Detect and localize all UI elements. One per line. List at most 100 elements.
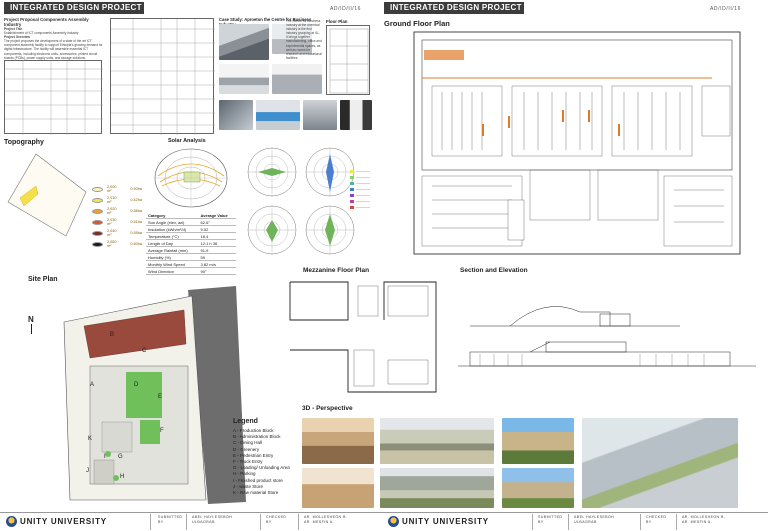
proposal-body: Establishment of ICT components Assembly… [4,31,79,36]
checked-label: CHECKED [646,515,667,519]
case-photo-interior-3 [303,100,337,130]
proposal-block: Project Proposal Components Assembly Ind… [4,17,104,65]
climate-value: 18.4 [198,232,236,240]
ground-floor-plan [413,31,741,255]
climate-row: Insolation (kWh/m²/d)5.52 [146,225,236,233]
legend-title: Legend [233,418,258,425]
topography-map [7,153,87,237]
wind-roses [247,147,355,255]
site-letter: F [160,428,164,434]
climate-key: Insolation (kWh/m²/d) [146,225,199,233]
topo-val: 0.42ha [130,198,142,202]
site-plan-drawing: B C A D E F K I J G H [63,286,246,504]
student-name: ABEL HAYLESEBOH [574,515,615,519]
topo-val: 0.90ha [130,187,142,191]
topo-swatch [92,230,103,236]
left-footer-advisors: AR. MOLLESHEGN B.AR. MESFIN A. [304,515,347,525]
footer-divider [676,514,677,530]
climate-key: Humidity (%) [146,253,199,261]
legend-item: H - Parking [233,471,256,477]
topo-val: 0.60ha [130,242,142,246]
student-name: ABEL HAYLESEBOH [192,515,233,519]
footer-divider [532,514,533,530]
footer-divider [640,514,641,530]
ground-floor-title: Ground Floor Plan [384,19,450,28]
perspective-exterior-4 [502,468,574,508]
climate-row: Temperature (°C)18.4 [146,232,236,240]
mezzanine-title: Mezzanine Floor Plan [303,267,370,274]
footer-divider [260,514,261,530]
footer-divider [568,514,569,530]
case-photo-roof [272,24,312,54]
proposal-subtitle: Project Title [4,27,23,31]
right-footer-university: UNITY UNIVERSITY [402,517,489,526]
checked-by: BY [646,520,652,524]
topo-elev: 2,020 m² [106,207,117,215]
advisor-name: AR. MESFIN A. [304,520,334,524]
climate-key: Length of Day [146,239,199,247]
site-letter: E [158,394,162,400]
climate-value: 59 [198,253,236,261]
case-floor-plan [326,25,370,95]
topo-elev: 2,000 m² [106,185,117,193]
right-footer-advisors: AR. MOLLESHEGN B.AR. MESFIN A. [682,515,725,525]
legend-list: A - Production Block B - Administration … [233,428,290,496]
wind-rose-1 [247,147,297,197]
case-photo-interior-1 [219,100,253,130]
north-arrow: N [28,315,34,334]
right-banner: INTEGRATED DESIGN PROJECT II [384,2,524,24]
climate-key: Monthly Wind Speed [146,260,199,268]
advisor-name: AR. MESFIN A. [682,520,712,524]
climate-head-category: Category [146,212,199,219]
legend-item: B - Administration Block [233,434,281,440]
case-study-body: The Centre for Business Industry at the … [286,19,322,60]
perspective-exterior-2 [380,468,494,508]
topo-val: 0.51ha [130,220,142,224]
climate-value: 62.6° [198,218,236,226]
university-logo-icon [388,516,399,527]
proposal-title: Project Proposal Components Assembly Ind… [4,17,89,27]
topo-swatch [92,219,103,225]
perspective-cutaway [582,418,738,508]
legend-item: F - Truck Entry [233,459,263,465]
case-photo-interior-4 [340,100,372,130]
footer-divider [298,514,299,530]
right-sheet-ref: AD/ID/II/16 [710,6,742,12]
site-letter: G [118,454,123,460]
climate-key: Wind Direction [146,267,199,275]
advisor-name: AR. MOLLESHEGN B. [304,515,348,519]
topo-swatch [92,208,103,214]
perspective-interior-1 [302,418,374,464]
north-label: N [28,315,34,324]
topo-val: 0.38ha [130,209,142,213]
site-letter: C [142,348,147,354]
case-photo-facade [272,64,322,94]
perspective-exterior-3 [502,418,574,464]
topo-row: 2,020 m² 0.38ha [92,207,152,215]
site-letter: J [86,468,89,474]
checked-label: CHECKED [266,515,287,519]
floor-plan-label: Floor Plan [326,19,348,24]
topo-val: 0.55ha [130,231,142,235]
student-name: ULBAGRAB [192,520,215,524]
site-letter: K [88,436,92,442]
section-elevation-drawing [458,306,756,367]
climate-key: Temperature (°C) [146,232,199,240]
sun-path-diagram [154,148,228,208]
right-footer [384,512,768,531]
topo-elev: 2,040 m² [106,229,117,237]
proposal-overview: The project proposes the development of … [4,39,103,60]
climate-value: 90° [198,267,236,275]
legend-item: K - Raw material Store [233,490,279,496]
legend-item: I - Finished product store [233,477,283,483]
case-photo-aerial [219,24,269,60]
submitted-label: SUBMITTED [538,515,563,519]
topo-elev: 2,050 m² [106,240,117,248]
legend-item: D - Greenery [233,446,260,452]
